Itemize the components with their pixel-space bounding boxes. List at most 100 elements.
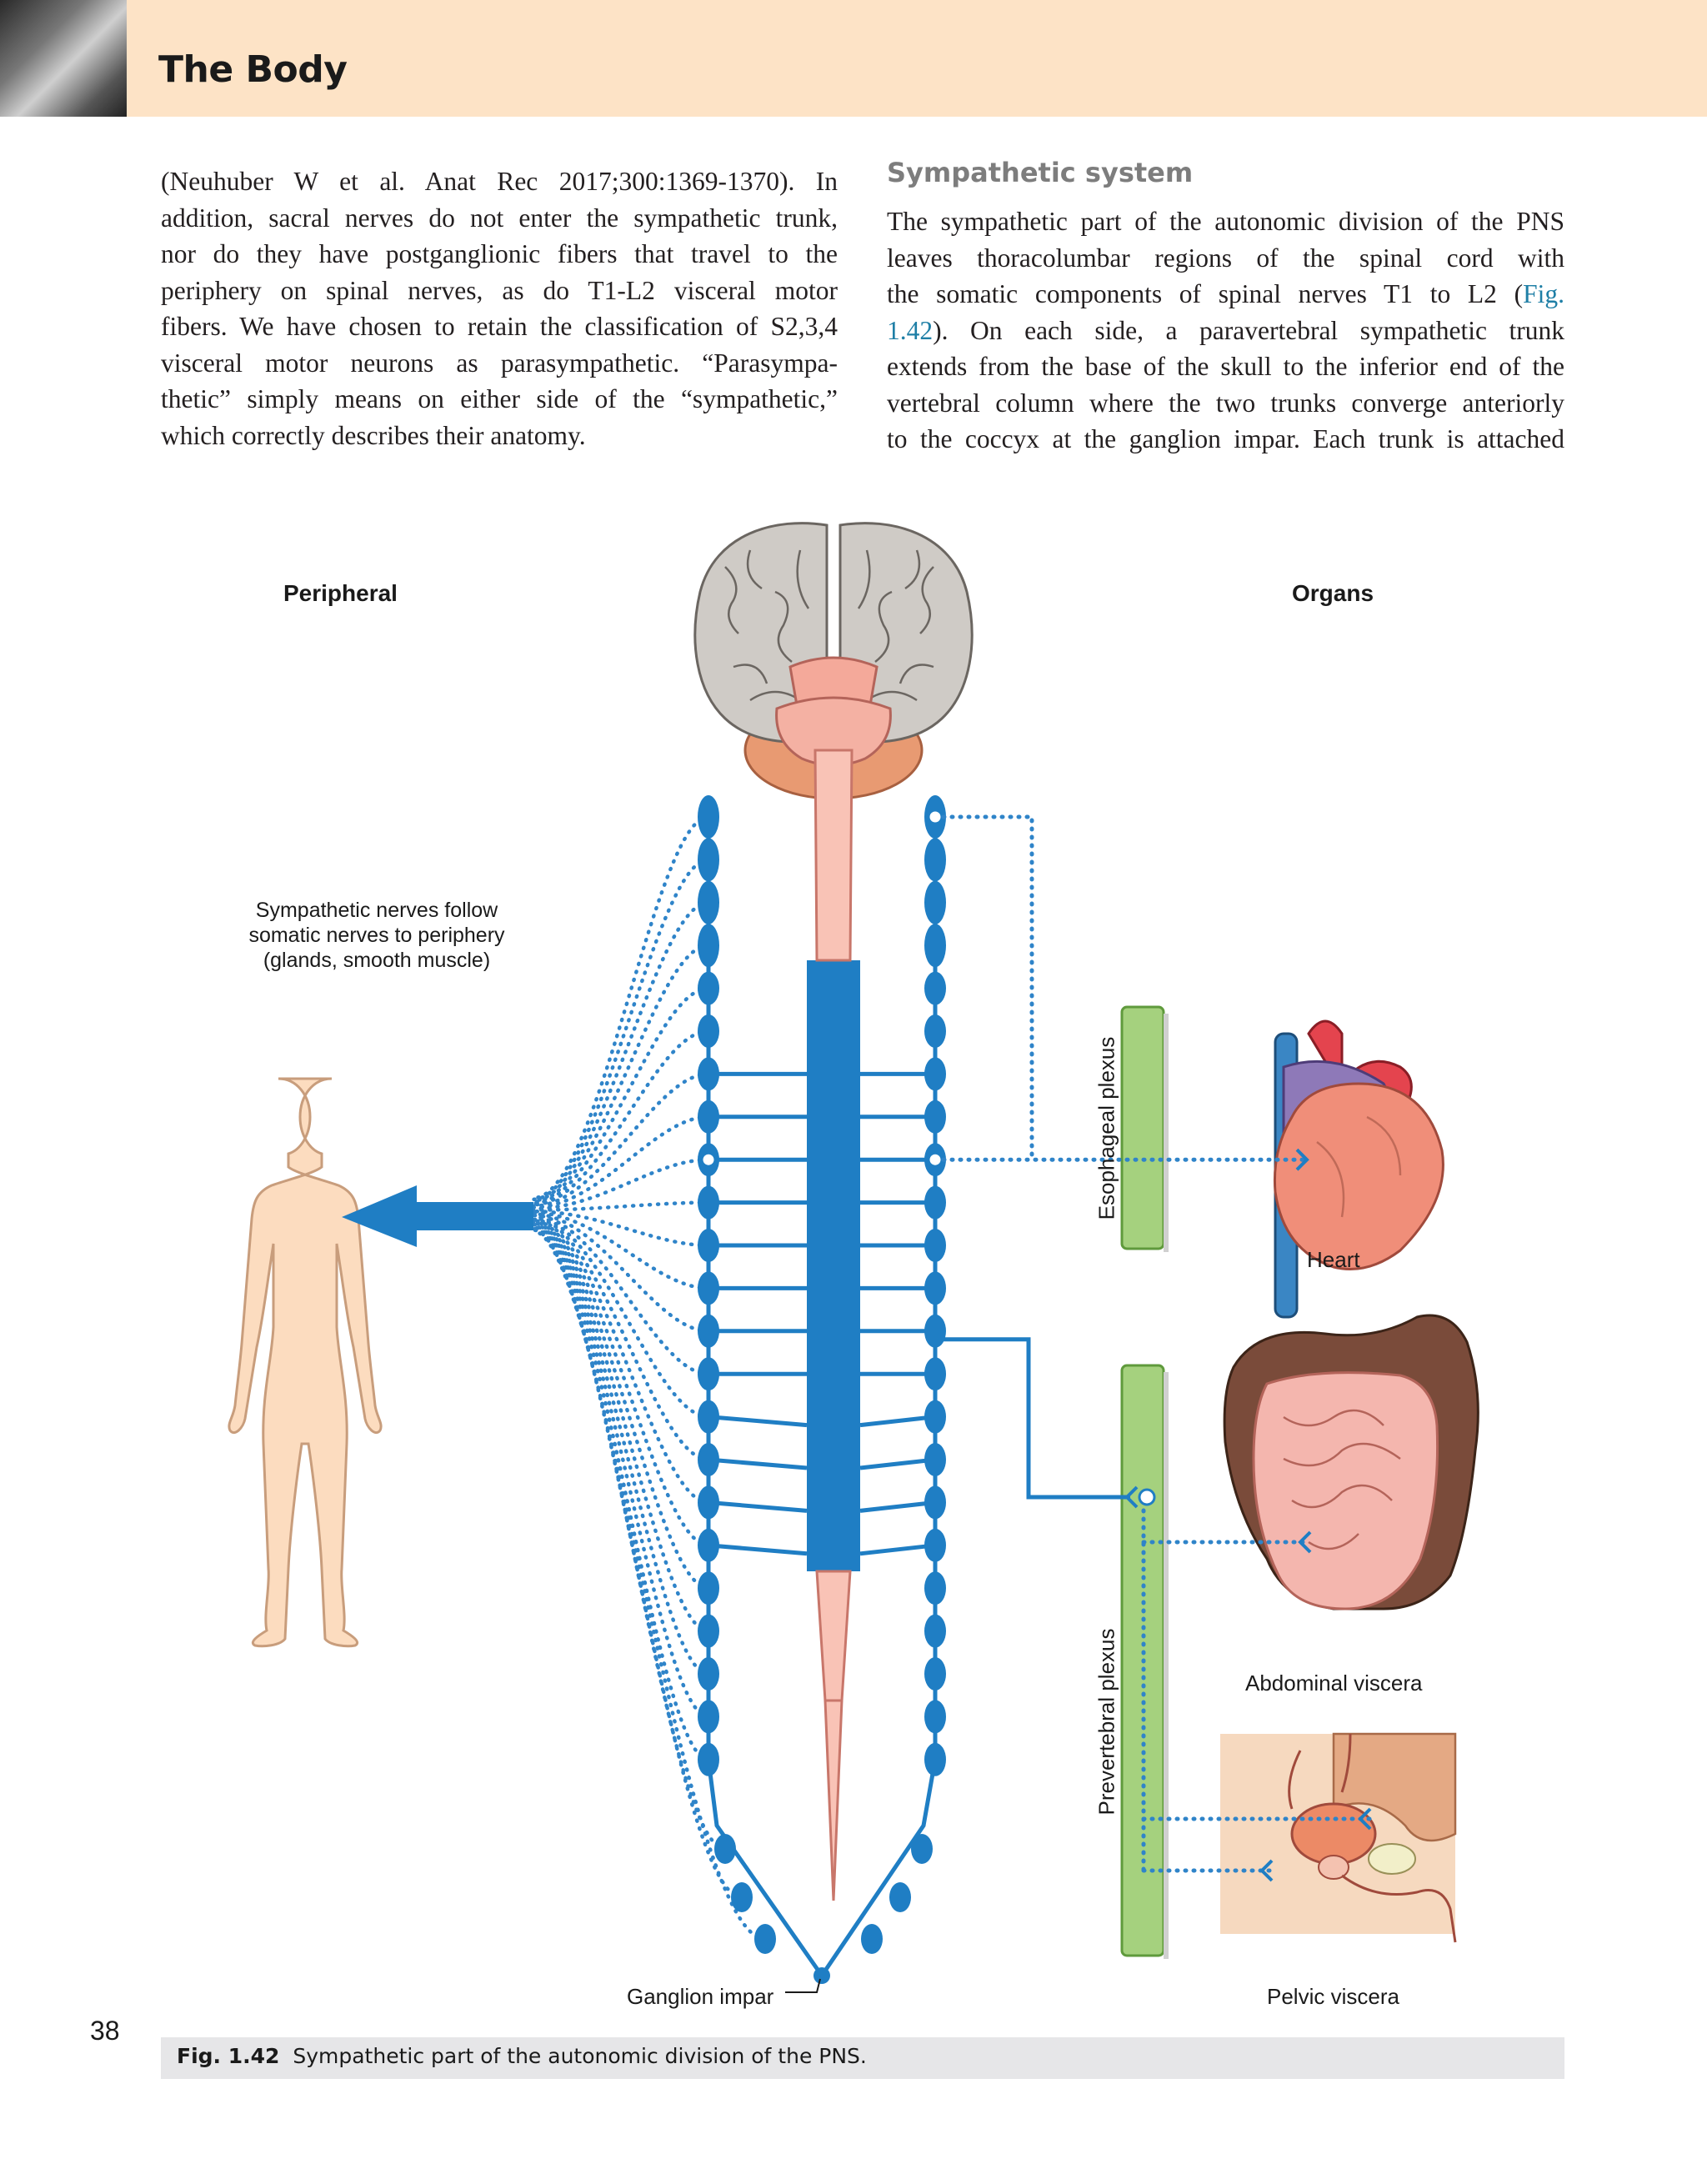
- dotted-postganglionic-fiber: [531, 814, 711, 1200]
- dotted-postganglionic-fiber: [531, 1072, 711, 1209]
- sympathetic-ganglion: [754, 1924, 776, 1954]
- label-pelvic-viscera: Pelvic viscera: [1267, 1984, 1399, 2009]
- sympathetic-ganglion: [698, 1185, 719, 1220]
- sympathetic-ganglion: [698, 880, 719, 924]
- text-line: extends from the base of the skull to th…: [887, 352, 1564, 381]
- label-sympathetic-nerves-line3: (glands, smooth muscle): [263, 949, 491, 972]
- figure-link[interactable]: Fig.: [1523, 279, 1564, 308]
- ganglion-impar-leader: [785, 1978, 821, 1993]
- dotted-postganglionic-fiber: [531, 1212, 711, 1334]
- text-line: which correctly describes their anatomy.: [161, 420, 586, 450]
- dotted-postganglionic-fiber: [531, 1215, 711, 1462]
- dotted-postganglionic-fiber: [531, 1220, 711, 1590]
- pelvic-arrowhead: [1358, 1807, 1372, 1831]
- sympathetic-ganglion: [924, 1185, 946, 1220]
- abdominal-arrowhead: [1298, 1530, 1312, 1554]
- sympathetic-ganglion: [924, 1400, 946, 1434]
- dotted-postganglionic-fiber: [531, 986, 711, 1205]
- sympathetic-ganglion: [924, 1571, 946, 1605]
- sympathetic-ganglion: [698, 1400, 719, 1434]
- splanchnic-nerve: [944, 1337, 1130, 1500]
- label-sympathetic-nerves-line2: somatic nerves to periphery: [248, 924, 505, 947]
- figure-link[interactable]: 1.42: [887, 315, 934, 345]
- postganglionic-organ-fibers: [941, 814, 1373, 1882]
- heart-illustration: [1273, 1019, 1444, 1319]
- dotted-postganglionic-fiber: [531, 1209, 711, 1248]
- text-line: periphery on spinal nerves, as do T1-L2 …: [161, 275, 838, 305]
- preganglionic-organ-fibers: [944, 1337, 1156, 1509]
- sympathetic-trunks: [698, 795, 946, 1993]
- ganglion-impar: [813, 1967, 830, 1984]
- sympathetic-ganglion: [698, 838, 719, 882]
- sympathetic-ganglion: [889, 1882, 911, 1912]
- sympathetic-ganglion: [698, 971, 719, 1005]
- sympathetic-ganglion: [698, 924, 719, 968]
- sympathetic-ganglion: [911, 1834, 933, 1864]
- dotted-postganglionic-fiber: [531, 1200, 711, 1212]
- page-number: 38: [90, 2016, 120, 2046]
- white-ramus: [859, 1543, 936, 1556]
- white-ramus: [708, 1457, 808, 1470]
- label-heart: Heart: [1307, 1247, 1360, 1272]
- white-ramus: [708, 1415, 808, 1428]
- dotted-postganglionic-fiber: [531, 1217, 711, 1505]
- label-abdominal-viscera: Abdominal viscera: [1245, 1671, 1423, 1696]
- label-prevertebral-plexus: Prevertebral plexus: [1094, 1628, 1119, 1816]
- white-ramus: [859, 1457, 936, 1470]
- dotted-postganglionic-fiber: [531, 943, 711, 1205]
- periphery-arrow: [342, 1185, 533, 1247]
- sympathetic-ganglion: [924, 1657, 946, 1691]
- left-sympathetic-trunk-line: [706, 800, 824, 1977]
- caption-label: Fig. 1.42: [177, 2044, 280, 2068]
- text-segment: ). On each side, a paravertebral sympath…: [933, 315, 1564, 345]
- synapse-marker: [927, 809, 944, 825]
- spinal-nerve-rami: [708, 1071, 936, 1556]
- label-sympathetic-nerves-line1: Sympathetic nerves follow: [255, 899, 498, 922]
- sympathetic-ganglion: [698, 1614, 719, 1648]
- sympathetic-ganglion: [698, 795, 719, 839]
- sympathetic-ganglion: [924, 1485, 946, 1520]
- sympathetic-ganglion: [698, 1443, 719, 1476]
- dotted-postganglionic-fiber: [531, 1215, 711, 1419]
- white-ramus: [859, 1500, 936, 1513]
- sympathetic-ganglion: [924, 1700, 946, 1734]
- sympathetic-ganglion: [698, 1485, 719, 1520]
- text-line: thetic” simply means on either side of t…: [161, 384, 838, 413]
- sympathetic-ganglion: [698, 1014, 719, 1048]
- dotted-postganglionic-fiber: [531, 1213, 711, 1376]
- text-line: to the coccyx at the ganglion impar. Eac…: [887, 424, 1564, 453]
- sympathetic-ganglion: [698, 1657, 719, 1691]
- sympathetic-ganglion: [714, 1834, 736, 1864]
- synapse-marker: [927, 1151, 944, 1168]
- pelvic-viscera-illustration: [1220, 1732, 1457, 1943]
- sympathetic-ganglion: [924, 1314, 946, 1348]
- sympathetic-ganglion: [924, 1057, 946, 1091]
- sympathetic-system-figure: [228, 522, 1479, 1993]
- dotted-postganglionic-fiber: [531, 858, 711, 1202]
- sympathetic-ganglion: [924, 1229, 946, 1262]
- dotted-postganglionic-fiber: [531, 1029, 711, 1207]
- header-thumbnail-image: [0, 0, 127, 117]
- text-line: (Neuhuber W et al. Anat Rec 2017;300:136…: [161, 167, 838, 196]
- text-line: fibers. We have chosen to retain the cla…: [161, 312, 838, 341]
- dotted-postganglionic-fiber: [531, 900, 711, 1203]
- text-line: nor do they have postganglionic fibers t…: [161, 239, 838, 268]
- text-line-with-link: the somatic components of spinal nerves …: [887, 276, 1564, 313]
- section-heading: Sympathetic system: [887, 157, 1194, 188]
- sympathetic-ganglion: [861, 1924, 883, 1954]
- sympathetic-ganglion: [924, 1528, 946, 1562]
- label-peripheral: Peripheral: [283, 580, 398, 606]
- text-line: vertebral column where the two trunks co…: [887, 388, 1564, 418]
- human-body-figure: [228, 1077, 383, 1648]
- abdominal-viscera-illustration: [1223, 1314, 1479, 1610]
- sympathetic-ganglion: [924, 924, 946, 968]
- text-line: visceral motor neurons as parasympatheti…: [161, 348, 838, 378]
- synapse-marker: [700, 1151, 717, 1168]
- text-line: The sympathetic part of the autonomic di…: [887, 207, 1564, 236]
- sympathetic-ganglion: [698, 1700, 719, 1734]
- right-column-text: The sympathetic part of the autonomic di…: [887, 203, 1564, 458]
- white-ramus: [708, 1543, 808, 1556]
- text-segment: the somatic components of spinal nerves …: [887, 279, 1524, 308]
- sympathetic-ganglion: [924, 1742, 946, 1776]
- sympathetic-ganglion: [698, 1271, 719, 1305]
